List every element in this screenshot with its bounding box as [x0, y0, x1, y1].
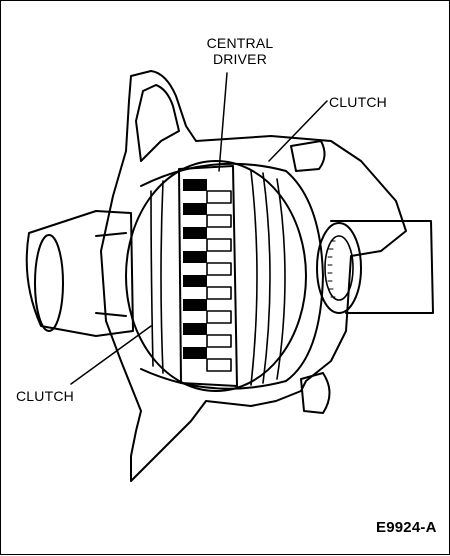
right-axle-stub — [330, 220, 434, 314]
clutch-ring-5 — [276, 178, 286, 380]
right-axle-spline — [324, 235, 354, 301]
leader-central-driver — [218, 72, 228, 172]
upper-bolt-boss — [290, 140, 326, 172]
clutch-lower-label: CLUTCH — [16, 388, 74, 404]
right-axle-bore — [316, 222, 362, 314]
case-flange-inner — [135, 84, 180, 162]
central-driver-label-line2: DRIVER — [212, 51, 268, 67]
central-driver-label-line1: CENTRAL — [206, 35, 274, 51]
clutch-ring-4 — [262, 172, 271, 384]
figure-id: E9924-A — [376, 519, 437, 536]
clutch-ring-2 — [160, 180, 164, 374]
central-driver-teeth — [183, 179, 232, 372]
central-driver-label: CENTRAL DRIVER — [203, 35, 277, 67]
leader-clutch-lower — [70, 325, 152, 385]
leader-clutch-upper — [268, 100, 328, 162]
left-axle-stub — [25, 210, 134, 337]
clutch-housing-outer — [125, 160, 307, 392]
left-axle-end — [34, 234, 64, 332]
clutch-upper-label: CLUTCH — [329, 94, 387, 110]
right-spline-teeth — [327, 240, 336, 298]
clutch-ring-1 — [150, 190, 154, 367]
case-flange — [100, 70, 407, 482]
clutch-housing-shell — [140, 162, 324, 390]
left-stub-bore — [95, 232, 127, 317]
lower-bolt-boss — [300, 372, 331, 414]
central-driver-band — [178, 165, 238, 387]
clutch-ring-3 — [250, 170, 258, 386]
